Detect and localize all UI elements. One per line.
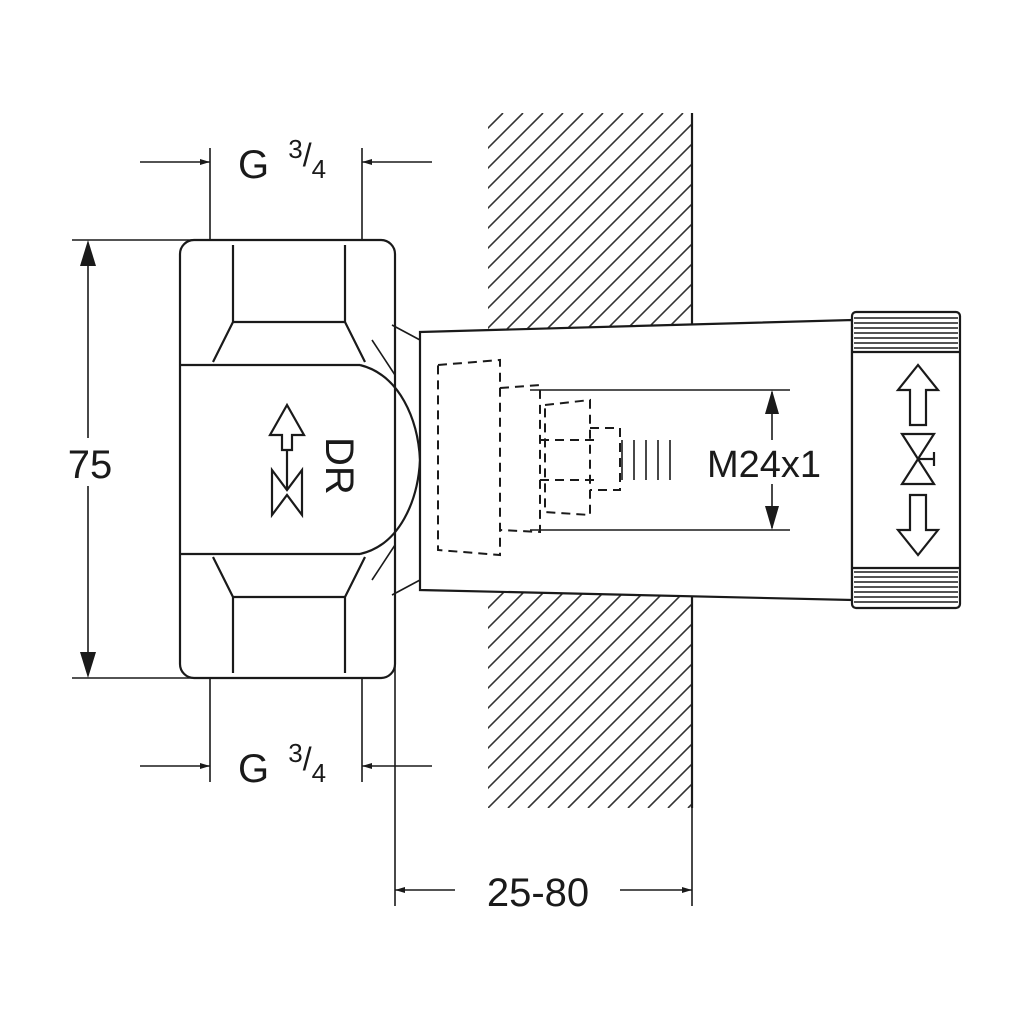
top-thread-dimension: G 3/4 [140,134,432,240]
hatch-line [488,562,692,770]
flow-arrow-icon [268,402,306,519]
bottom-thread-dimension: G 3/4 [140,678,432,791]
hatch-line [488,542,692,750]
svg-text:G 3/4: G 3/4 [238,738,326,791]
hatch-line [488,113,684,310]
cap-nut [850,310,962,610]
wall-depth-dimension: 25-80 [394,590,693,915]
hatch-line [527,642,692,808]
hatch-line [488,142,692,350]
valve-body [178,238,422,680]
height-dimension: 75 [60,239,200,679]
spindle-thread [621,440,671,480]
height-value: 75 [68,443,113,487]
hatch-line [488,182,692,390]
hatch-line [488,122,692,330]
hatch-line [488,222,692,430]
svg-text:G 3/4: G 3/4 [238,134,326,187]
hatch-line [488,113,624,250]
spindle-thread-label: M24x1 [707,444,821,486]
hatch-line [488,113,644,270]
spindle-dimension: M24x1 [530,389,838,531]
hatch-line [547,662,692,808]
hatch-line [488,202,692,410]
flow-direction-label: DR [317,437,361,495]
hatch-line [488,522,692,730]
hatch-line [488,502,692,710]
hatch-line [488,582,692,790]
hatch-line [507,622,692,808]
valve-symbol-icon [895,363,941,557]
hatch-line [488,113,664,290]
hatch-line [488,602,692,808]
wall-depth-value: 25-80 [487,871,589,915]
hatch-line [488,162,692,370]
hatch-line [567,682,692,808]
